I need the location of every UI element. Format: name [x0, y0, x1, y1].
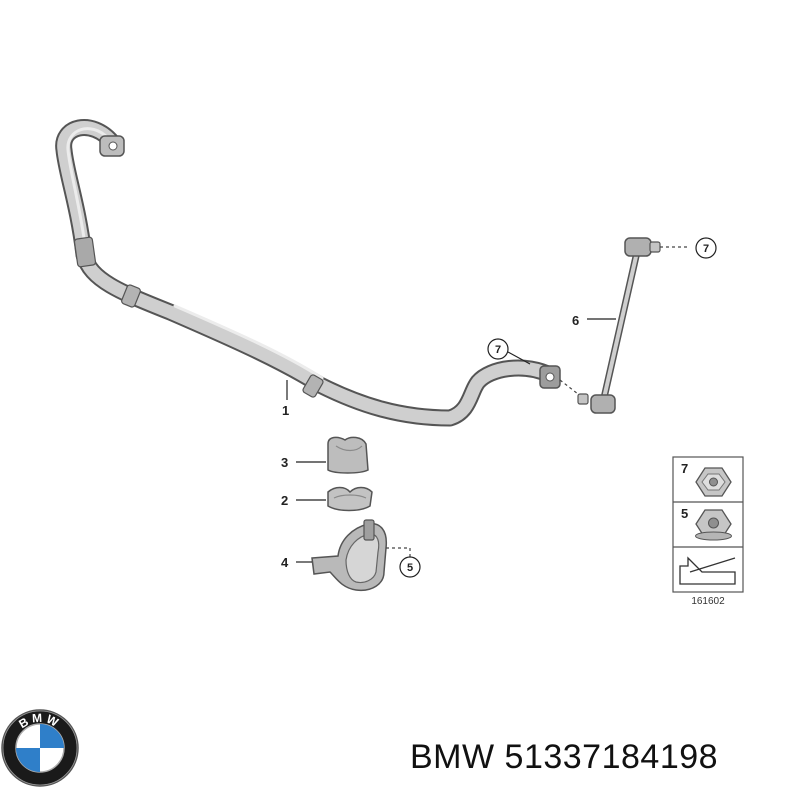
callout-2: 2 [281, 493, 326, 508]
callout-7-mid: 7 [487, 338, 531, 365]
callout-5: 5 [399, 556, 421, 578]
svg-text:7: 7 [495, 344, 501, 356]
bushing-lower [327, 486, 373, 512]
legend-row-7: 7 [681, 461, 732, 497]
diagram-code: 161602 [691, 596, 725, 607]
hardware-legend: 7 5 161602 [672, 456, 744, 607]
brand-name: BMW [410, 738, 495, 776]
svg-text:2: 2 [281, 493, 288, 508]
svg-text:5: 5 [681, 506, 688, 521]
stabilizer-link [559, 237, 690, 414]
callout-7-top: 7 [695, 237, 717, 259]
callout-4: 4 [281, 555, 312, 570]
svg-text:7: 7 [703, 243, 709, 255]
svg-text:5: 5 [407, 562, 413, 574]
callout-3: 3 [281, 455, 326, 470]
svg-text:3: 3 [281, 455, 288, 470]
bushing-upper [327, 436, 369, 474]
callout-1: 1 [282, 380, 289, 418]
svg-text:6: 6 [572, 313, 579, 328]
svg-text:1: 1 [282, 403, 289, 418]
part-number-caption: BMW 51337184198 [410, 738, 718, 777]
stabilizer-bar [55, 119, 561, 427]
svg-text:BMW: BMW [16, 711, 63, 731]
callout-6: 6 [572, 313, 616, 328]
part-number: 51337184198 [504, 738, 719, 776]
svg-text:4: 4 [281, 555, 289, 570]
legend-row-5: 5 [681, 506, 732, 541]
bushing-bracket [311, 519, 411, 592]
orientation-arrow-icon [679, 556, 736, 585]
bmw-logo: BMW [1, 709, 79, 787]
svg-text:7: 7 [681, 461, 688, 476]
